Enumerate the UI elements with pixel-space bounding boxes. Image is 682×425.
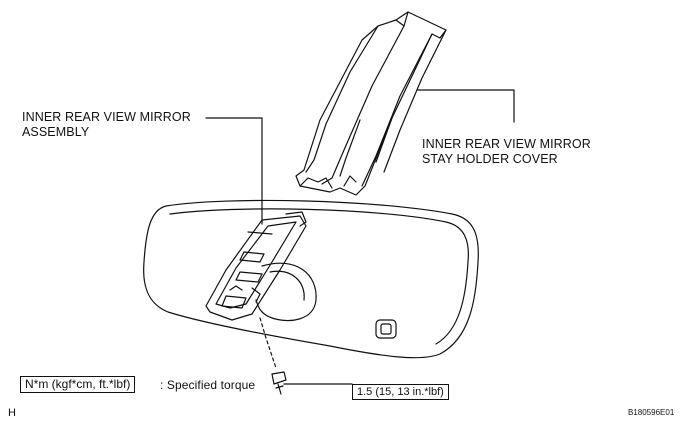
figure-id: B180596E01	[628, 408, 675, 417]
mirror-assembly-label: INNER REAR VIEW MIRROR ASSEMBLY	[22, 110, 191, 139]
legend-unit-box: N*m (kgf*cm, ft.*lbf)	[20, 376, 136, 393]
corner-letter: H	[8, 407, 17, 419]
legend-description: : Specified torque	[160, 378, 256, 392]
stay-holder-cover-label: INNER REAR VIEW MIRROR STAY HOLDER COVER	[422, 137, 591, 166]
screw-drawing	[271, 371, 287, 395]
stay-holder-cover-drawing	[295, 11, 447, 196]
mirror-stay-drawing	[205, 211, 317, 322]
torque-spec-box: 1.5 (15, 13 in.*lbf)	[352, 384, 449, 400]
mirror-body-drawing	[143, 199, 479, 359]
